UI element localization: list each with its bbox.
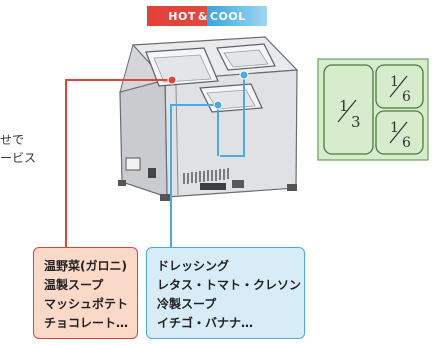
small-top-num: 1 <box>390 74 399 90</box>
cool-connector-line <box>170 70 249 247</box>
small-top-den: 6 <box>402 89 411 105</box>
cool-label: COOL <box>209 9 246 23</box>
left-text-line-1: せで <box>0 133 25 147</box>
hot-label: HOT <box>168 9 196 23</box>
small-pan-bottom-cell <box>375 110 424 155</box>
cool-item: 冷製スープ <box>157 297 217 311</box>
large-pan-num: 1 <box>339 97 349 115</box>
large-pan-den: 3 <box>351 113 361 131</box>
cool-item: レタス・トマト・クレソン <box>157 278 302 292</box>
hot-cool-badge: HOT & COOL <box>147 6 267 26</box>
hot-item: マッシュポテト <box>44 297 129 311</box>
left-cut-text: せで ービス <box>0 131 60 167</box>
hot-items-box: 温野菜(ガロニ) 温製スープ マッシュポテト チョコレート… <box>33 247 138 339</box>
small-pan-top-cell <box>375 64 424 109</box>
hot-item: 温野菜(ガロニ) <box>44 259 127 273</box>
pan-layout-diagram: 1 3 1 6 1 6 <box>317 58 429 161</box>
amp-label: & <box>197 9 208 23</box>
cool-item: ドレッシング <box>157 259 230 273</box>
small-bottom-den: 6 <box>402 135 411 151</box>
left-text-line-2: ービス <box>0 151 37 165</box>
cool-items-box: ドレッシング レタス・トマト・クレソン 冷製スープ イチゴ・バナナ… <box>146 247 305 339</box>
cool-item: イチゴ・バナナ… <box>157 316 254 330</box>
hot-connector-line <box>65 75 177 247</box>
food-warmer-unit <box>118 36 299 201</box>
hot-item: 温製スープ <box>44 278 104 292</box>
small-bottom-num: 1 <box>390 120 399 136</box>
hot-item: チョコレート… <box>44 316 129 330</box>
